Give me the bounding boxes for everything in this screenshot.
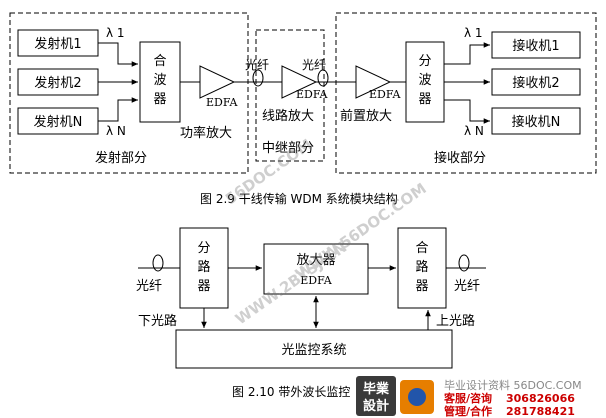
repeater-part-region <box>255 29 325 162</box>
tx-part-label: 发射部分 <box>95 150 147 166</box>
receiver-2-box <box>491 68 581 96</box>
fiber-coil-1 <box>252 69 264 87</box>
txn-arrow <box>98 97 138 122</box>
promo-block: 毕業 設計 毕业设计资料 56DOC.COM 客服/咨询 306826066 管… <box>356 376 582 418</box>
edfa-2-label: EDFA <box>296 88 329 101</box>
lambda-1-in: λ 1 <box>106 26 125 40</box>
figure-2-9-caption: 图 2.9 干线传输 WDM 系统模块结构 <box>200 191 398 206</box>
transmitter-n-box <box>17 107 99 135</box>
amplifier-sub-label: EDFA <box>300 274 333 287</box>
splitter-label-3: 器 <box>197 279 210 294</box>
promo-service-number: 306826066 <box>506 392 575 405</box>
rx1-arrow <box>444 42 490 65</box>
drop-label: 下光路 <box>138 313 177 329</box>
demux-label-1: 分 <box>418 54 431 69</box>
fiber-out-label: 光纤 <box>454 279 480 294</box>
fiber-in-label: 光纤 <box>136 279 162 294</box>
splitter-label-1: 分 <box>197 241 210 256</box>
figure-2-10: 光纤 分 路 器 放大器 EDFA 合 路 器 光纤 光监控系统 下光路 <box>136 227 486 399</box>
combiner-label-3: 器 <box>415 279 428 294</box>
tx1-arrow <box>98 42 138 67</box>
rx-part-region <box>335 12 597 174</box>
receiver-2-label: 接收机2 <box>512 75 559 91</box>
power-amp-label: 功率放大 <box>180 125 232 141</box>
transmitter-1-label: 发射机1 <box>34 36 81 52</box>
mux-label-1: 合 <box>153 54 166 69</box>
receiver-1-label: 接收机1 <box>512 38 559 54</box>
monitor-system-box <box>175 329 453 369</box>
lambda-n-out: λ N <box>464 124 484 138</box>
figure-2-10-caption: 图 2.10 带外波长监控 <box>232 385 350 399</box>
pre-amp-label: 前置放大 <box>340 108 392 124</box>
promo-logo-box <box>356 376 396 416</box>
rxn-arrow <box>444 99 490 124</box>
splitter-label-2: 路 <box>197 259 210 275</box>
demux-label-2: 波 <box>418 73 431 88</box>
transmitter-2-label: 发射机2 <box>34 75 81 91</box>
rx-part-label: 接收部分 <box>434 150 486 166</box>
promo-logo-top: 毕業 <box>363 381 390 397</box>
mux-label-2: 波 <box>153 73 166 88</box>
edfa-1-label: EDFA <box>206 96 239 109</box>
mux-label-3: 器 <box>153 92 166 107</box>
combiner-label-2: 路 <box>415 259 428 275</box>
promo-manage-number: 281788421 <box>506 405 575 418</box>
transmitter-2-box <box>17 68 99 96</box>
edfa-3-triangle <box>355 65 392 99</box>
repeater-part-label: 中继部分 <box>262 141 314 156</box>
lambda-1-out: λ 1 <box>464 26 483 40</box>
promo-manage-label: 管理/合作 <box>444 404 492 418</box>
line-amp-label: 线路放大 <box>262 108 314 124</box>
combiner-box <box>397 227 447 309</box>
transmitter-n-label: 发射机N <box>34 114 83 130</box>
demux-label-3: 器 <box>418 92 431 107</box>
promo-site: 毕业设计资料 56DOC.COM <box>444 378 582 392</box>
edfa-2-triangle <box>281 65 318 99</box>
fiber-in-coil <box>152 254 164 272</box>
fiber-coil-2 <box>317 69 329 87</box>
amplifier-box <box>263 243 369 295</box>
tx-part-region <box>9 12 249 174</box>
edfa-1-triangle <box>199 65 236 99</box>
fiber-out-coil <box>458 254 470 272</box>
demux-box <box>405 41 445 123</box>
splitter-box <box>179 227 229 309</box>
promo-logo-bottom: 設計 <box>363 398 389 414</box>
monitor-system-label: 光监控系统 <box>281 343 346 358</box>
promo-service-label: 客服/咨询 <box>443 391 492 405</box>
add-label: 上光路 <box>436 313 475 329</box>
combiner-label-1: 合 <box>415 241 428 256</box>
amplifier-label: 放大器 <box>296 253 335 268</box>
figure-2-9: 发射机1 发射机2 发射机N λ 1 λ N 合 波 器 EDFA 功率放大 光… <box>9 12 597 206</box>
receiver-1-box <box>491 31 581 59</box>
promo-icon-dot <box>408 388 426 406</box>
fiber-2-label: 光纤 <box>302 58 326 72</box>
edfa-3-label: EDFA <box>369 88 402 101</box>
lambda-n-in: λ N <box>106 124 126 138</box>
receiver-n-label: 接收机N <box>512 114 561 130</box>
receiver-n-box <box>491 107 581 135</box>
fiber-1-label: 光纤 <box>245 58 269 72</box>
